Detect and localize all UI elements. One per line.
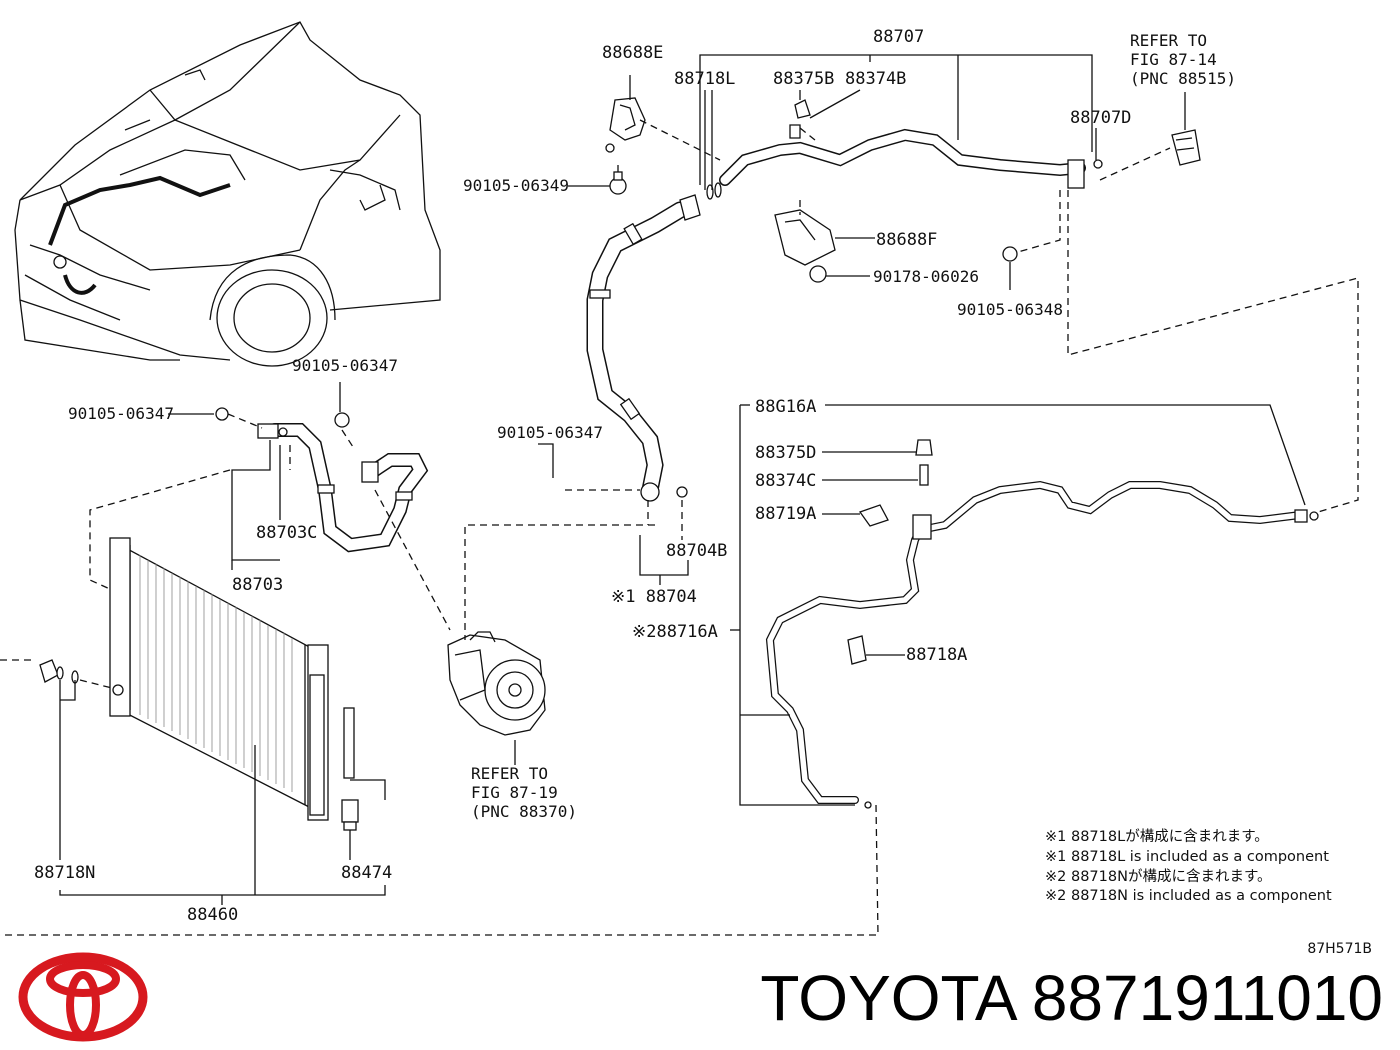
label-88375B: 88375B	[773, 69, 834, 89]
svg-text:(PNC 88370): (PNC 88370)	[471, 802, 577, 821]
label-90105-06349: 90105-06349	[463, 176, 569, 195]
footnote-2-en: ※2 88718N is included as a component	[1045, 888, 1332, 904]
svg-text:REFER TO: REFER TO	[1130, 31, 1207, 50]
label-88716A: ※288716A	[632, 622, 718, 642]
hose-88703	[215, 407, 429, 553]
label-88704B: 88704B	[666, 541, 727, 561]
car-ac-lines	[48, 175, 231, 295]
part-labels: 88707 88688E 88718L 88375B 88374B 88707D…	[34, 27, 1131, 925]
cap-88375B	[789, 99, 811, 139]
car-illustration	[14, 21, 441, 367]
pipe-88707	[719, 128, 1103, 189]
label-90105-06347-top: 90105-06347	[292, 356, 398, 375]
bracket-88688F	[774, 209, 1018, 283]
brand-part-number: TOYOTA 8871911010	[760, 962, 1383, 1034]
refer-top: REFER TO FIG 87-14 (PNC 88515)	[1130, 31, 1236, 88]
label-88G16A: 88G16A	[755, 397, 816, 417]
bracket-88688E	[605, 97, 646, 153]
label-88704: ※1 88704	[611, 587, 697, 607]
refer-mid: REFER TO FIG 87-19 (PNC 88370)	[471, 764, 577, 821]
footnotes: ※1 88718Lが構成に含まれます。 ※1 88718L is include…	[1045, 828, 1332, 904]
svg-text:FIG 87-14: FIG 87-14	[1130, 50, 1217, 69]
footnote-2-jp: ※2 88718Nが構成に含まれます。	[1045, 868, 1272, 885]
compressor	[447, 631, 546, 736]
diagram-code: 87H571B	[1307, 941, 1372, 957]
bolt-90105-06349	[609, 171, 627, 195]
label-90178-06026: 90178-06026	[873, 267, 979, 286]
desiccant-88474	[341, 707, 359, 831]
label-88707D: 88707D	[1070, 108, 1131, 128]
label-88688F: 88688F	[876, 230, 937, 250]
label-88718N: 88718N	[34, 863, 95, 883]
label-88703C: 88703C	[256, 523, 317, 543]
label-88718A: 88718A	[906, 645, 967, 665]
hose-88704	[586, 201, 689, 502]
label-88707: 88707	[873, 27, 924, 47]
label-88374C: 88374C	[755, 471, 816, 491]
toyota-logo-icon	[18, 952, 148, 1042]
label-88688E: 88688E	[602, 43, 663, 63]
svg-text:(PNC 88515): (PNC 88515)	[1130, 69, 1236, 88]
clamp-88718L	[679, 182, 722, 221]
svg-text:REFER TO: REFER TO	[471, 764, 548, 783]
label-90105-06347-left: 90105-06347	[68, 404, 174, 423]
label-88719A: 88719A	[755, 504, 816, 524]
label-88374B: 88374B	[845, 69, 906, 89]
label-88474: 88474	[341, 863, 392, 883]
pipe-88716A	[765, 439, 1319, 809]
ref-block-88515	[1171, 129, 1201, 166]
label-88460: 88460	[187, 905, 238, 925]
svg-text:FIG 87-19: FIG 87-19	[471, 783, 558, 802]
label-88718L: 88718L	[674, 69, 735, 89]
leader-lines	[0, 54, 1359, 936]
label-90105-06347-mid: 90105-06347	[497, 423, 603, 442]
condenser-88460	[109, 537, 329, 821]
label-88703: 88703	[232, 575, 283, 595]
label-90105-06348: 90105-06348	[957, 300, 1063, 319]
footnote-1-jp: ※1 88718Lが構成に含まれます。	[1045, 828, 1269, 845]
clamp-88718N	[39, 659, 79, 684]
label-88375D: 88375D	[755, 443, 816, 463]
footnote-1-en: ※1 88718L is included as a component	[1045, 849, 1329, 865]
